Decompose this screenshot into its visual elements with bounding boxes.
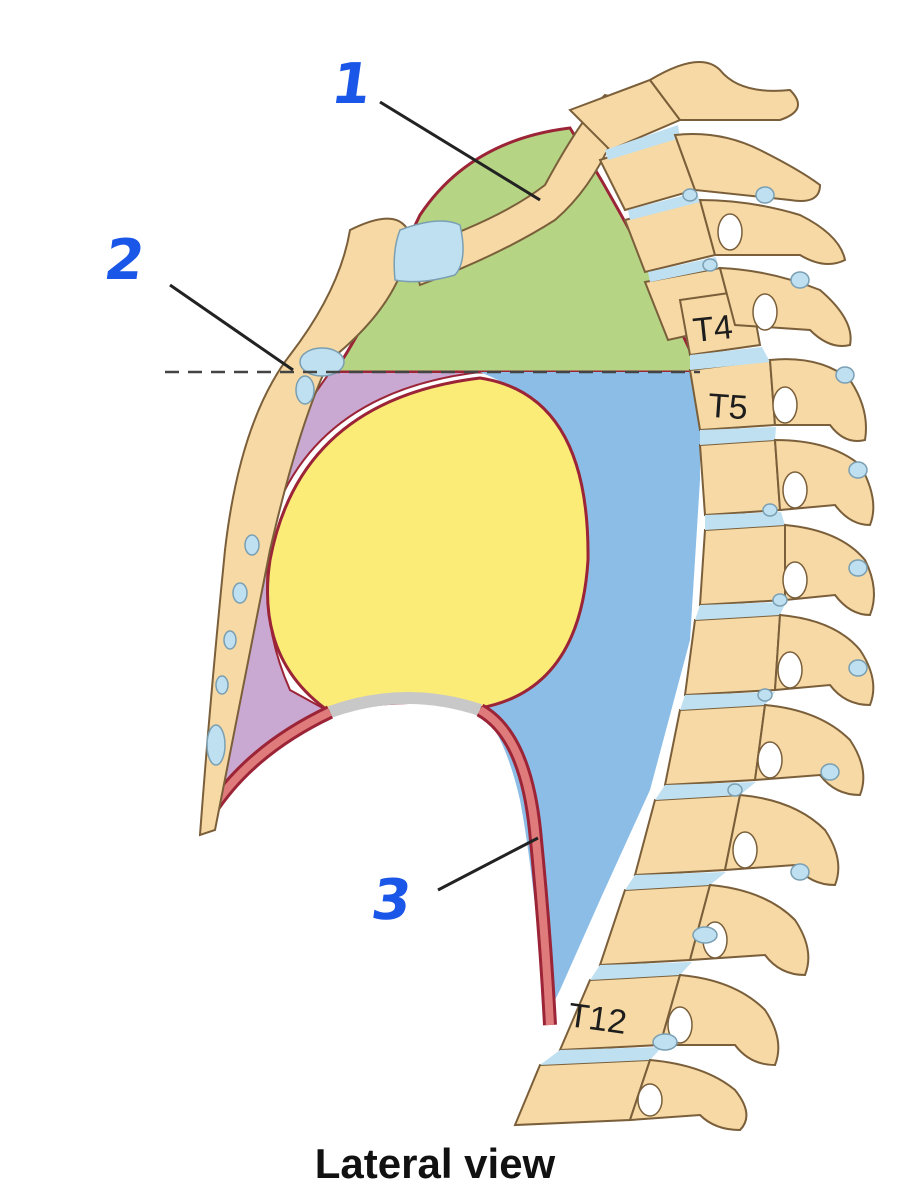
pericardium-base (327, 692, 482, 718)
sternal-cartilages (206, 347, 345, 766)
vertebra-label-t4: T4 (691, 308, 735, 350)
figure-caption: Lateral view (314, 1140, 556, 1187)
leader-line-2 (169, 283, 294, 372)
leader-line-1 (379, 100, 541, 202)
vertebra-label-t12: T12 (565, 996, 630, 1042)
vertebra-label-t5: T5 (706, 386, 749, 428)
first-rib-cartilage (393, 220, 464, 283)
leader-line-3 (437, 836, 539, 892)
vertebral-column (513, 61, 875, 1132)
sternum (198, 217, 412, 837)
